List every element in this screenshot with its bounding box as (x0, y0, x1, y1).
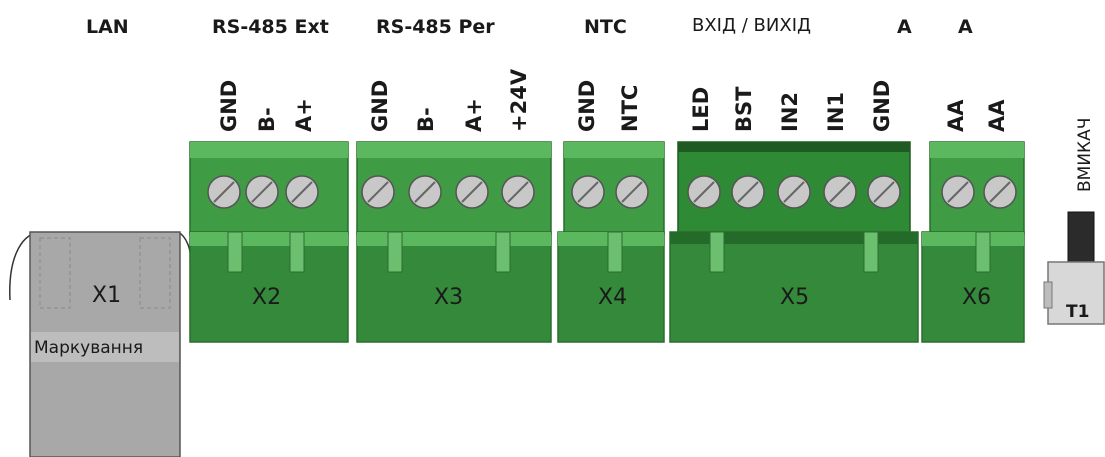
connector-id-x1: X1 (92, 283, 121, 308)
pin-label-x6-aa-1: AA (944, 99, 968, 132)
pin-label-x2-b: B- (255, 107, 279, 132)
group-title-lan: LAN (86, 16, 129, 38)
pin-label-x3-b: B- (414, 107, 438, 132)
group-title-rs485-per: RS-485 Per (376, 16, 495, 38)
pin-label-x2-a: A+ (292, 98, 316, 132)
connector-id-x6: X6 (962, 285, 991, 310)
connector-id-x5: X5 (780, 285, 809, 310)
switch-id: T1 (1066, 302, 1089, 322)
group-title-a-1: A (897, 16, 912, 38)
connector-id-x4: X4 (598, 285, 627, 310)
pin-label-x2-gnd: GND (217, 80, 241, 132)
group-title-a-2: A (958, 16, 973, 38)
power-switch-t1: ВМИКАЧ T1 (1043, 118, 1105, 325)
connector-id-x2: X2 (252, 285, 281, 310)
pin-label-x3-a: A+ (462, 98, 486, 132)
lan-connector-x1: X1 Маркування (9, 231, 192, 457)
pin-label-x4-ntc: NTC (618, 85, 642, 132)
pin-labels: GND B- A+ GND B- A+ +24V GND NTC LED BST… (217, 68, 1009, 132)
terminal-block-x4: X4 (557, 141, 665, 343)
connector-id-x3: X3 (434, 285, 463, 310)
pin-label-x6-aa-2: AA (985, 99, 1009, 132)
switch-label: ВМИКАЧ (1075, 118, 1095, 192)
pin-label-x4-gnd: GND (575, 80, 599, 132)
group-title-ntc: NTC (584, 16, 627, 38)
lan-marking-label: Маркування (34, 338, 143, 358)
pin-label-x3-gnd: GND (368, 80, 392, 132)
group-title-io: ВХІД / ВИХІД (692, 15, 811, 36)
terminal-block-x5: X5 (669, 141, 919, 343)
pin-label-x5-in2: IN2 (778, 92, 802, 132)
pin-label-x5-in1: IN1 (824, 92, 848, 132)
pin-label-x5-led: LED (689, 87, 713, 132)
terminal-block-x3: X3 (356, 141, 552, 343)
pin-label-x3-24v: +24V (507, 68, 531, 132)
terminal-block-x2: X2 (189, 141, 349, 343)
pin-label-x5-gnd: GND (870, 80, 894, 132)
pin-label-x5-bst: BST (732, 86, 756, 132)
group-title-rs485-ext: RS-485 Ext (212, 16, 329, 38)
terminal-block-x6: X6 (921, 141, 1025, 343)
